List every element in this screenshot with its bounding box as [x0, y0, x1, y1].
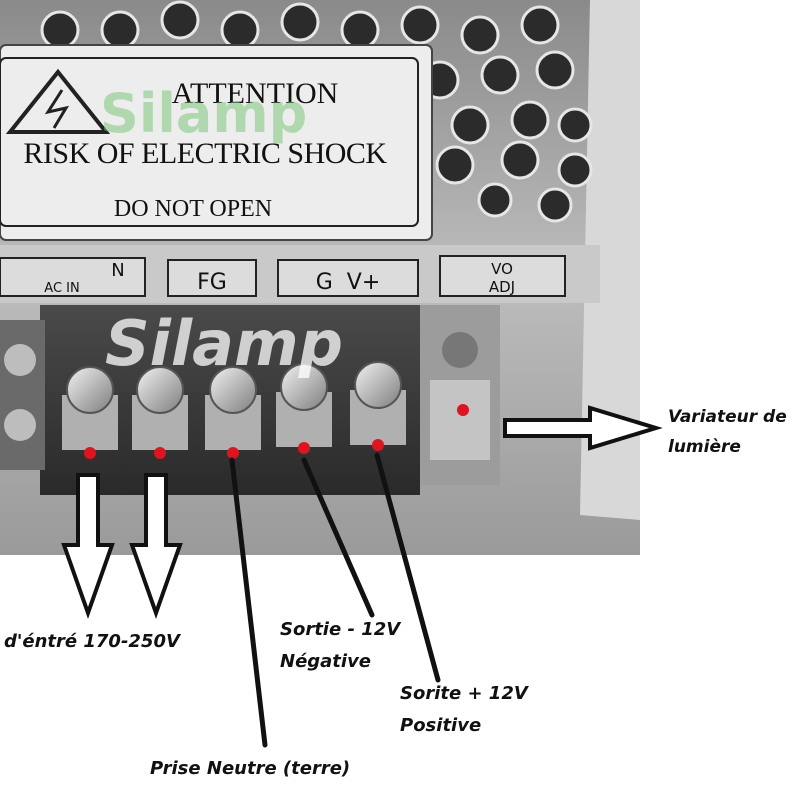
positive-output-label: Sorite + 12V Positive	[400, 683, 528, 736]
do-not-open-text: DO NOT OPEN	[114, 196, 272, 222]
negative-output-label: Sortie - 12V Négative	[280, 619, 401, 672]
adj-label: ADJ	[489, 278, 515, 296]
neutral-ground-label: Prise Neutre (terre)	[150, 758, 351, 779]
red-dot-marker	[154, 447, 166, 459]
red-dot-marker	[298, 442, 310, 454]
attention-text: ATTENTION	[172, 77, 339, 110]
watermark-top: Silamp	[100, 82, 307, 145]
warning-sticker	[0, 44, 433, 241]
chassis-side	[580, 0, 640, 520]
vo-label: VO	[491, 260, 513, 278]
shock-warning-text: RISK OF ELECTRIC SHOCK	[23, 137, 387, 170]
warning-triangle-icon	[5, 68, 111, 134]
g-vplus-label: G V+	[316, 270, 381, 295]
fg-label: FG	[197, 270, 227, 295]
watermark-center: Silamp	[105, 307, 343, 380]
red-dot-marker	[227, 447, 239, 459]
red-dot-marker	[84, 447, 96, 459]
terminal-screws	[62, 361, 406, 459]
ac-in-label: AC IN	[44, 281, 79, 296]
input-voltage-label: d'éntré 170-250V	[4, 631, 180, 652]
n-terminal-label: N	[111, 260, 124, 281]
input-arrows	[61, 473, 183, 620]
dimmer-label: Variateur de lumière	[668, 407, 787, 457]
leader-lines	[229, 452, 441, 748]
red-dot-marker	[372, 439, 384, 451]
vent-holes	[40, 0, 593, 223]
dimmer-arrow	[503, 405, 663, 451]
